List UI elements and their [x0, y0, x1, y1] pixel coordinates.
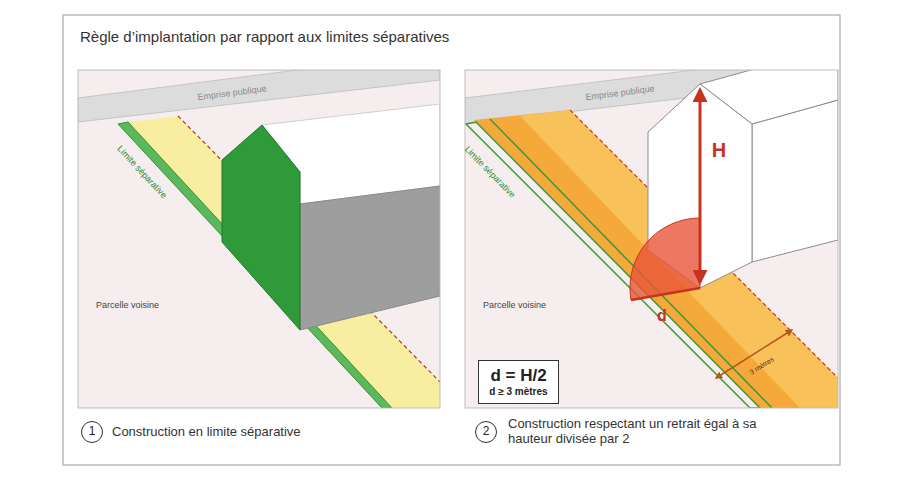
dimension-label: d — [657, 307, 667, 325]
left-panel — [78, 70, 440, 408]
house-wall — [300, 186, 440, 330]
outer-frame — [63, 15, 840, 465]
callout-number: 1 — [81, 421, 103, 443]
distance-line — [631, 288, 700, 300]
formula-text: d = H/2 — [490, 366, 546, 386]
right-panel — [465, 70, 838, 408]
callout-number-text: 1 — [89, 425, 96, 439]
house-wall — [752, 100, 838, 262]
formula-note: d ≥ 3 mètres — [489, 386, 547, 398]
formula-box: d = H/2d ≥ 3 mètres — [478, 360, 559, 404]
angle-wedge — [630, 218, 700, 300]
setback-arrow — [716, 330, 792, 378]
caption-text: Construction en limite séparative — [112, 425, 301, 440]
boundary-wall — [222, 125, 300, 330]
callout-number: 2 — [475, 421, 497, 443]
area-label: Parcelle voisine — [96, 300, 159, 310]
caption-text: Construction respectant un retrait égal … — [508, 417, 788, 447]
dimension-label: H — [712, 139, 726, 162]
callout-number-text: 2 — [483, 425, 490, 439]
area-label: Parcelle voisine — [483, 300, 546, 310]
diagram-title: Règle d’implantation par rapport aux lim… — [80, 28, 449, 45]
height-arrow — [699, 90, 702, 282]
